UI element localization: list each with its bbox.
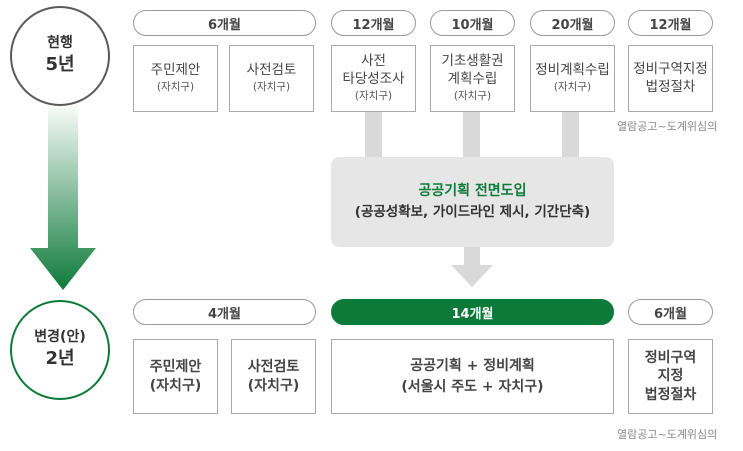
current-duration: 5년 <box>45 54 75 76</box>
current-step-6-title: 정비구역지정 법정절차 <box>633 60 708 95</box>
proposed-circle: 변경(안) 2년 <box>10 300 110 400</box>
current-step-1-sub: (자치구) <box>156 81 195 94</box>
intro-subtitle: (공공성확보, 가이드라인 제시, 기간단축) <box>354 204 591 221</box>
current-step-2-title: 사전검토 <box>246 61 297 78</box>
current-pill-1: 6개월 <box>133 10 316 36</box>
current-pill-2: 12개월 <box>331 10 416 36</box>
proposed-pill-3: 6개월 <box>628 299 713 325</box>
current-step-1: 주민제안 (자치구) <box>133 45 218 112</box>
current-step-3: 사전 타당성조사 (자치구) <box>331 45 416 112</box>
intro-title: 공공기획 전면도입 <box>418 183 527 199</box>
connector-bar-1 <box>365 112 382 158</box>
current-note: 열람공고~도계위심의 <box>617 120 718 133</box>
connector-bar-3 <box>562 112 579 158</box>
current-step-1-title: 주민제안 <box>150 61 201 78</box>
current-step-3-sub: (자치구) <box>354 90 393 103</box>
proposed-step-3-title: 공공기획 + 정비계획 (서울시 주도 + 자치구) <box>401 357 544 395</box>
current-pill-3: 10개월 <box>430 10 515 36</box>
proposed-step-4: 정비구역 지정 법정절차 <box>628 339 713 414</box>
current-step-2: 사전검토 (자치구) <box>229 45 314 112</box>
current-step-4-title: 기초생활권 계획수립 <box>441 53 504 87</box>
current-step-4: 기초생활권 계획수립 (자치구) <box>430 45 515 112</box>
proposed-pill-2: 14개월 <box>331 299 614 325</box>
proposed-note: 열람공고~도계위심의 <box>617 428 718 441</box>
proposed-step-2-title: 사전검토 (자치구) <box>247 359 300 394</box>
current-circle: 현행 5년 <box>10 6 110 106</box>
proposed-step-3: 공공기획 + 정비계획 (서울시 주도 + 자치구) <box>331 339 614 414</box>
connector-bar-2 <box>463 112 480 158</box>
current-step-5-title: 정비계획수립 <box>535 61 610 78</box>
proposed-step-4-title: 정비구역 지정 법정절차 <box>644 350 697 403</box>
proposed-step-2: 사전검토 (자치구) <box>231 339 316 414</box>
proposed-step-1: 주민제안 (자치구) <box>133 339 218 414</box>
intro-down-arrow <box>451 247 493 287</box>
down-arrow <box>30 100 96 290</box>
proposed-pill-1: 4개월 <box>133 299 316 325</box>
proposed-step-1-title: 주민제안 (자치구) <box>149 359 202 394</box>
current-step-2-sub: (자치구) <box>252 81 291 94</box>
current-step-5-sub: (자치구) <box>553 81 592 94</box>
current-pill-4: 20개월 <box>530 10 615 36</box>
proposed-label: 변경(안) <box>34 329 86 346</box>
current-pill-5: 12개월 <box>628 10 713 36</box>
current-step-5: 정비계획수립 (자치구) <box>530 45 615 112</box>
current-step-4-sub: (자치구) <box>453 90 492 103</box>
intro-box: 공공기획 전면도입 (공공성확보, 가이드라인 제시, 기간단축) <box>331 157 614 247</box>
current-step-6: 정비구역지정 법정절차 <box>628 45 713 112</box>
current-step-3-title: 사전 타당성조사 <box>342 53 405 87</box>
current-label: 현행 <box>47 35 73 52</box>
proposed-duration: 2년 <box>45 348 75 370</box>
